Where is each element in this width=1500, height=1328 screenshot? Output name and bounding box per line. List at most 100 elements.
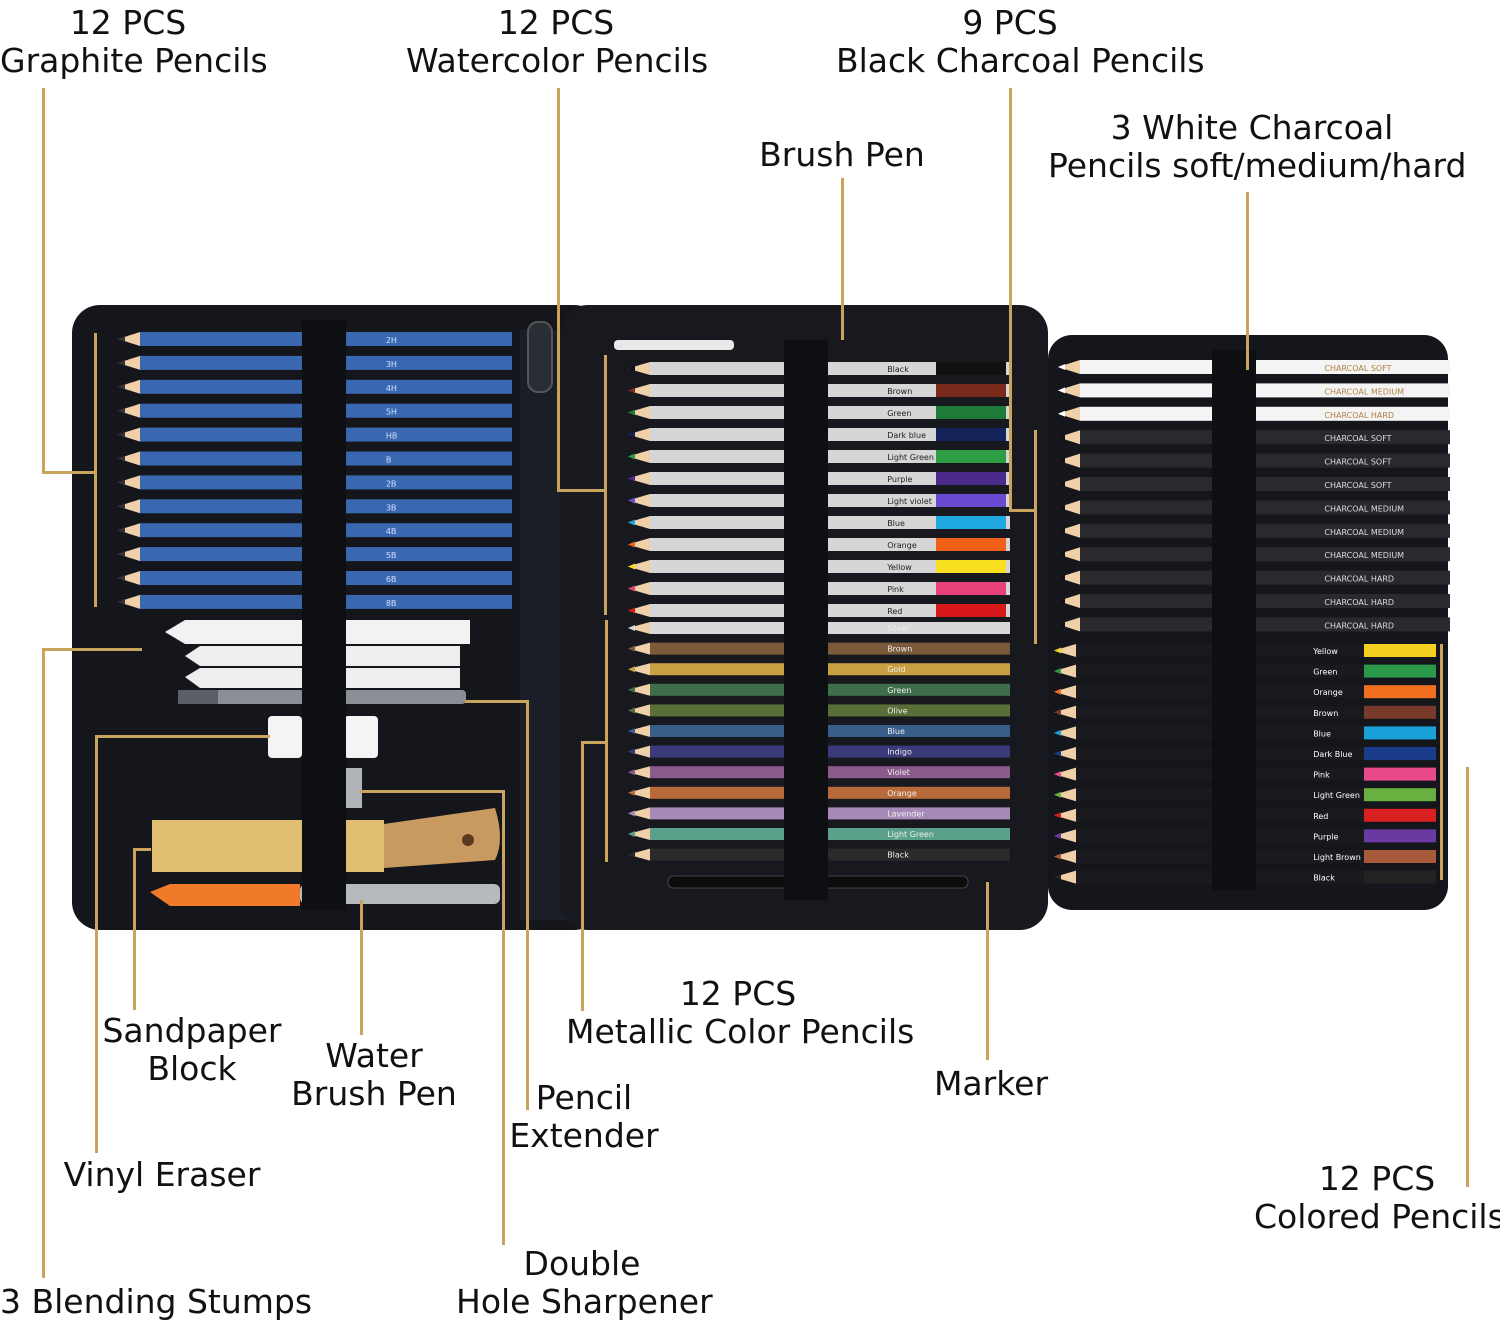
svg-text:Red: Red: [887, 607, 902, 616]
leader-watercolor: [557, 88, 560, 491]
label-black-charcoal-qty: 9 PCS: [962, 3, 1058, 42]
charcoal-pencil: CHARCOAL SOFT: [1058, 360, 1450, 374]
zipper-pull: [527, 321, 553, 393]
charcoal-pencil: CHARCOAL MEDIUM: [1058, 523, 1450, 538]
svg-text:Black: Black: [1313, 874, 1335, 883]
label-graphite-pencils: 12 PCS Graphite Pencils: [0, 4, 268, 80]
svg-text:Dark blue: Dark blue: [887, 431, 926, 440]
charcoal-pencil: CHARCOAL MEDIUM: [1058, 383, 1450, 398]
svg-text:Brown: Brown: [887, 645, 912, 654]
label-extender-l2: Extender: [509, 1116, 659, 1155]
svg-text:CHARCOAL SOFT: CHARCOAL SOFT: [1324, 458, 1391, 467]
label-water-brush-l1: Water: [325, 1036, 423, 1075]
svg-text:CHARCOAL HARD: CHARCOAL HARD: [1324, 575, 1394, 584]
label-vinyl-eraser-text: Vinyl Eraser: [63, 1155, 261, 1194]
watercolor-pencil: Orange: [628, 538, 1010, 551]
svg-text:Orange: Orange: [887, 541, 917, 550]
svg-text:Dark Blue: Dark Blue: [1313, 750, 1352, 759]
label-white-charcoal-l2: Pencils soft/medium/hard: [1048, 146, 1467, 185]
case-straps: [302, 320, 1256, 910]
watercolor-pencil: Blue: [628, 516, 1010, 529]
label-colored-qty: 12 PCS: [1318, 1159, 1436, 1198]
watercolor-pencil: Pink: [628, 582, 1010, 595]
charcoal-pencil: CHARCOAL SOFT: [1058, 477, 1450, 491]
svg-text:Indigo: Indigo: [887, 748, 912, 757]
svg-text:Black: Black: [887, 851, 909, 860]
charcoal-pencil: CHARCOAL HARD: [1058, 570, 1450, 585]
svg-text:Gold: Gold: [887, 665, 905, 674]
svg-text:3B: 3B: [386, 503, 397, 512]
svg-text:Blue: Blue: [887, 727, 905, 736]
watercolor-pencil: Black: [628, 362, 1010, 375]
leader-extender: [526, 700, 529, 1110]
svg-text:CHARCOAL MEDIUM: CHARCOAL MEDIUM: [1324, 504, 1404, 513]
svg-text:Light Green: Light Green: [887, 830, 934, 839]
leader-graphite-h: [42, 471, 96, 474]
svg-text:Green: Green: [1313, 668, 1337, 677]
water-brush-pen: [150, 884, 500, 906]
svg-text:Orange: Orange: [887, 789, 917, 798]
label-black-charcoal: 9 PCS Black Charcoal Pencils: [836, 3, 1205, 80]
metallic-pencil: Lavender: [628, 807, 1010, 820]
svg-text:8B: 8B: [386, 599, 397, 608]
svg-text:4H: 4H: [386, 384, 397, 393]
label-pencil-extender: Pencil Extender: [504, 1079, 664, 1155]
charcoal-pencils: CHARCOAL SOFT CHARCOAL MEDIUM CHARCOAL HAR…: [1058, 360, 1450, 632]
watercolor-pencil: Light violet: [628, 494, 1010, 507]
charcoal-pencil: CHARCOAL MEDIUM: [1058, 500, 1450, 515]
svg-text:CHARCOAL HARD: CHARCOAL HARD: [1324, 598, 1394, 607]
svg-text:6B: 6B: [386, 575, 397, 584]
label-sandpaper-l2: Block: [147, 1049, 237, 1088]
leader-colored-bracket: [1440, 644, 1443, 880]
metallic-pencil: Black: [628, 848, 1010, 861]
leader-metallic: [581, 741, 584, 1011]
svg-text:Black: Black: [887, 365, 909, 374]
svg-text:HB: HB: [386, 432, 398, 441]
leader-water-brush: [360, 900, 363, 1035]
metallic-pencil: Light Green: [628, 828, 1010, 840]
watercolor-pencil: Brown: [628, 384, 1010, 397]
svg-text:Light Green: Light Green: [1313, 791, 1360, 800]
svg-text:CHARCOAL SOFT: CHARCOAL SOFT: [1324, 434, 1391, 443]
svg-text:B: B: [386, 456, 392, 465]
leader-vinyl-eraser-h: [95, 735, 270, 738]
leader-colored: [1466, 767, 1469, 1187]
charcoal-pencil: CHARCOAL HARD: [1058, 406, 1450, 421]
svg-text:5B: 5B: [386, 551, 397, 560]
label-marker: Marker: [924, 1065, 1058, 1103]
svg-text:2H: 2H: [386, 336, 397, 345]
leader-vinyl-eraser: [95, 735, 98, 1153]
charcoal-pencil: CHARCOAL HARD: [1058, 617, 1450, 632]
leader-white-charcoal: [1246, 192, 1249, 370]
leader-sharpener: [502, 790, 505, 1245]
leader-black-charcoal-h: [1009, 509, 1035, 512]
label-colored-pencils: 12 PCS Colored Pencils: [1254, 1160, 1500, 1236]
svg-text:Light Green: Light Green: [887, 453, 934, 462]
svg-text:CHARCOAL SOFT: CHARCOAL SOFT: [1324, 481, 1391, 490]
svg-text:Light violet: Light violet: [887, 497, 932, 506]
label-water-brush-l2: Brush Pen: [291, 1074, 457, 1113]
label-blending-stumps-text: 3 Blending Stumps: [0, 1282, 313, 1321]
svg-text:Purple: Purple: [1313, 832, 1338, 841]
svg-text:CHARCOAL MEDIUM: CHARCOAL MEDIUM: [1324, 528, 1404, 537]
label-black-charcoal-name: Black Charcoal Pencils: [836, 41, 1205, 80]
watercolor-pencil: Purple: [628, 472, 1010, 485]
label-graphite-name: Graphite Pencils: [0, 41, 268, 80]
metallic-pencil: Brown: [628, 642, 1010, 655]
watercolor-pencil: Red: [628, 604, 1010, 617]
svg-text:Green: Green: [887, 686, 911, 695]
metallic-pencil: Olive: [628, 704, 1010, 717]
leader-marker: [986, 882, 989, 1060]
svg-text:Brown: Brown: [1313, 709, 1338, 718]
leader-black-charcoal: [1009, 88, 1012, 511]
charcoal-pencil: CHARCOAL MEDIUM: [1058, 547, 1450, 562]
label-sandpaper-l1: Sandpaper: [102, 1011, 282, 1050]
svg-text:4B: 4B: [386, 527, 397, 536]
metallic-pencil: Indigo: [628, 745, 1010, 758]
leader-watercolor-bracket: [604, 355, 607, 615]
metallic-pencil: Silver: [628, 622, 1010, 634]
svg-text:CHARCOAL SOFT: CHARCOAL SOFT: [1324, 364, 1391, 373]
svg-text:Green: Green: [887, 409, 911, 418]
sandpaper-block: [152, 808, 500, 872]
